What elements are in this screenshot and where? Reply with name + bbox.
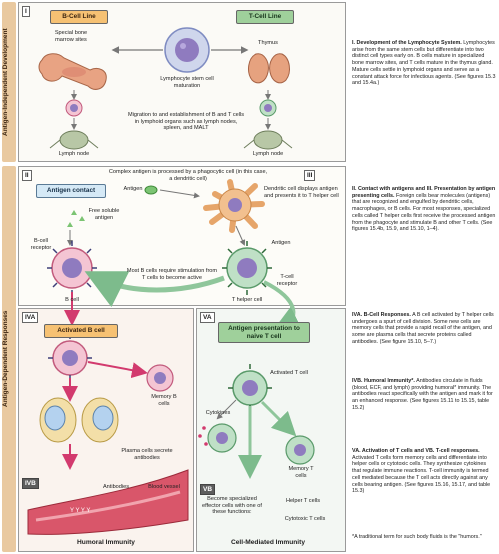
thymus-label: Thymus bbox=[258, 40, 278, 46]
helper-t-cells-label: Helper T cells bbox=[286, 498, 320, 504]
activated-t-cell-illustration bbox=[228, 364, 272, 410]
svg-text:Y Y Y Y: Y Y Y Y bbox=[70, 508, 90, 514]
become-effector-label: Become specialized effector cells with o… bbox=[202, 496, 262, 516]
blood-vessel-illustration: Y Y Y Y bbox=[27, 469, 189, 535]
activated-t-cell-label: Activated T cell bbox=[270, 370, 308, 376]
side-heading-development: I. Development of the Lymphocyte System. bbox=[352, 40, 462, 46]
memory-t-cells-label: Memory T cells bbox=[288, 466, 314, 479]
memory-t-cell-illustration bbox=[285, 435, 315, 465]
roman-iva: IVA bbox=[22, 312, 39, 323]
bone-marrow-label: Special bone marrow sites bbox=[54, 30, 88, 43]
roman-ii: II bbox=[22, 170, 32, 181]
side-text-t-cell: VA. Activation of T cells and VB. T-cell… bbox=[352, 448, 496, 495]
cytokine-cell-illustration bbox=[198, 423, 237, 453]
antigen-dependent-band: Antigen-Dependent Responses bbox=[2, 166, 16, 552]
b-cell-receptor-label: B-cell receptor bbox=[30, 238, 52, 251]
lymph-node-left bbox=[49, 130, 99, 150]
blood-vessel-label: Blood vessel bbox=[148, 484, 180, 490]
complex-antigen-label: Complex antigen is processed by a phagoc… bbox=[108, 169, 268, 182]
roman-ivb: IVB bbox=[22, 478, 39, 489]
bone-marrow-illustration bbox=[38, 53, 107, 90]
t-cell-line-tag: T-Cell Line bbox=[236, 10, 294, 24]
footnote: *A traditional term for such body fluids… bbox=[352, 534, 482, 540]
dendritic-cell-illustration bbox=[203, 179, 265, 233]
memory-b-cell-illustration bbox=[146, 364, 174, 392]
cytotoxic-t-cells-label: Cytotoxic T cells bbox=[284, 516, 326, 522]
lymph-node-right-label: Lymph node bbox=[252, 151, 284, 157]
thymus-illustration bbox=[248, 53, 290, 84]
side-heading-humoral: IVB. Humoral Immunity*. bbox=[352, 378, 415, 384]
roman-va: VA bbox=[200, 312, 215, 323]
migration-label: Migration to and establishment of B and … bbox=[127, 112, 245, 132]
lymph-node-left-label: Lymph node bbox=[58, 151, 90, 157]
plasma-cells-label: Plasma cells secrete antibodies bbox=[121, 448, 173, 461]
b-cell-line-tag: B-Cell Line bbox=[50, 10, 108, 24]
roman-i: I bbox=[22, 6, 30, 17]
t-cell-receptor-label: T-cell receptor bbox=[276, 274, 298, 287]
antigen-label-2: Antigen bbox=[271, 240, 291, 246]
antibodies-label: Antibodies bbox=[102, 484, 130, 490]
most-b-cells-label: Most B cells require stimulation from T … bbox=[126, 268, 218, 281]
antigen-label: Antigen bbox=[123, 186, 143, 192]
activated-b-cell-tag: Activated B cell bbox=[44, 324, 118, 338]
t-helper-cell-label: T helper cell bbox=[231, 297, 263, 303]
side-heading-t-cell: VA. Activation of T cells and VB. T-cell… bbox=[352, 448, 480, 454]
side-body-humoral: Antibodies circulate in fluids (blood, E… bbox=[352, 378, 493, 411]
side-body-contact: Foreign cells bear molecules (antigens) … bbox=[352, 192, 496, 233]
dendritic-cell-label: Dendritic cell displays antigen and pres… bbox=[264, 186, 339, 199]
cytokines-label: Cytokines bbox=[205, 410, 231, 416]
free-antigen-label: Free soluble antigen bbox=[88, 208, 120, 221]
side-heading-b-cell: IVA. B-Cell Responses. bbox=[352, 312, 411, 318]
antigen-independent-band: Antigen-Independent Development bbox=[2, 2, 16, 162]
cell-mediated-immunity-label: Cell-Mediated Immunity bbox=[230, 539, 305, 546]
side-body-development: Lymphocytes arise from the same stem cel… bbox=[352, 40, 496, 87]
side-text-humoral: IVB. Humoral Immunity*. Antibodies circu… bbox=[352, 378, 496, 412]
side-text-contact: II. Contact with antigens and III. Prese… bbox=[352, 186, 496, 233]
plasma-cell-illustration bbox=[39, 397, 119, 443]
roman-vb: VB bbox=[200, 484, 216, 495]
b-cell-label: B cell bbox=[65, 297, 79, 303]
side-body-b-cell: A B cell activated by T helper cells und… bbox=[352, 312, 494, 345]
roman-iii: III bbox=[304, 170, 316, 181]
side-body-t-cell: Activated T cells form memory cells and … bbox=[352, 454, 491, 495]
humoral-immunity-label: Humoral Immunity bbox=[77, 539, 135, 546]
t-helper-cell-illustration bbox=[222, 241, 272, 295]
stem-cell-label: Lymphocyte stem cell maturation bbox=[160, 76, 214, 89]
memory-b-cells-label: Memory B cells bbox=[151, 394, 177, 407]
side-text-development: I. Development of the Lymphocyte System.… bbox=[352, 40, 496, 87]
side-heading-contact: II. Contact with antigens and III. Prese… bbox=[352, 186, 496, 199]
lymph-node-right bbox=[243, 130, 293, 150]
side-text-b-cell: IVA. B-Cell Responses. A B cell activate… bbox=[352, 312, 496, 346]
antigen-contact-tag: Antigen contact bbox=[36, 184, 106, 198]
activated-b-cell-illustration bbox=[48, 334, 92, 380]
antigen-presentation-tag: Antigen presentation to naive T cell bbox=[218, 322, 310, 343]
stem-cell-illustration bbox=[164, 27, 210, 73]
